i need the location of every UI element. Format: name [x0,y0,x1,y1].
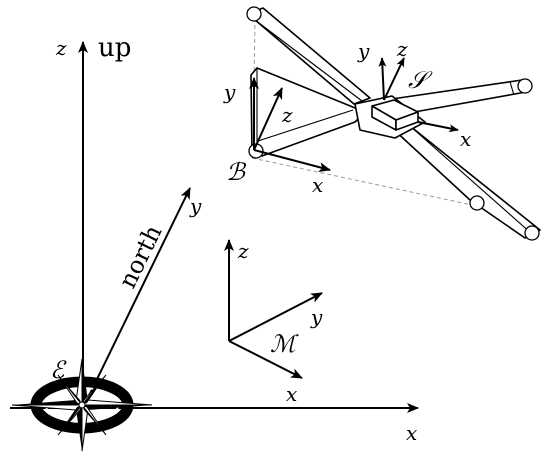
sensor-x-axis [417,121,459,133]
earth-y-axis [82,187,191,409]
body-x-label: x [312,173,323,197]
earth-up-label: up [98,33,131,63]
sensor-x-label: x [460,127,471,151]
earth-x-label: x [406,421,417,445]
magnetic-y-label: y [310,305,323,329]
body-x-axis [253,149,331,173]
motor-lower-mid [469,195,485,211]
motor-right [517,78,533,94]
body-z-axis [253,87,283,151]
earth-y-label: y [189,194,202,218]
sensor-z-label: z [396,37,408,61]
earth-z-label: z [55,36,67,60]
sensor-z-axis [383,57,405,101]
sensor-frame: y z x 𝒮 [357,37,471,151]
sensor-frame-name: 𝒮 [408,66,433,94]
magnetic-frame-name: ℳ [270,330,299,358]
body-y-label: y [223,80,236,104]
body-frame: y z x ℬ [223,77,331,197]
sensor-y-axis [378,57,387,101]
motor-upper-left [246,6,262,22]
body-z-label: z [281,103,293,127]
earth-north-label: north [113,221,167,293]
body-frame-name: ℬ [226,158,247,186]
magnetic-x-axis [228,340,303,379]
magnetic-frame: z x y ℳ [224,239,323,406]
earth-frame-name: ℰ [50,356,67,384]
compass-rose-icon [11,358,153,452]
motor-lower-right [524,225,540,241]
magnetic-x-label: x [286,382,297,406]
magnetic-y-axis [228,292,323,342]
magnetic-z-label: z [237,239,249,263]
sensor-y-label: y [357,39,370,63]
